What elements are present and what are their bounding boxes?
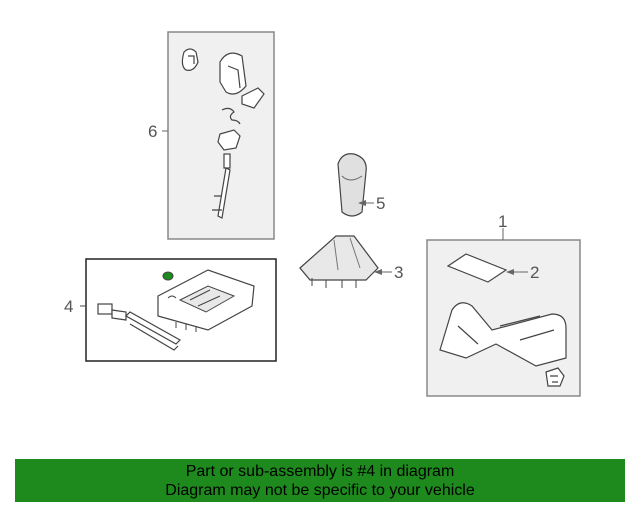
fitment-notice-banner: Part or sub-assembly is #4 in diagram Di… bbox=[15, 459, 625, 502]
parts-diagram: 6 5 3 1 bbox=[64, 31, 581, 397]
cover-plate-icon: 2 bbox=[446, 253, 539, 283]
shift-knob-icon: 5 bbox=[337, 153, 385, 217]
callout-1: 1 bbox=[498, 212, 507, 231]
callout-6: 6 bbox=[148, 122, 157, 141]
callout-2: 2 bbox=[530, 263, 539, 282]
shift-boot-icon: 3 bbox=[299, 235, 403, 288]
banner-line-1: Part or sub-assembly is #4 in diagram bbox=[185, 463, 455, 480]
shift-cable-icon bbox=[97, 303, 181, 351]
shift-lever-assembly-icon bbox=[181, 48, 265, 219]
callout-5: 5 bbox=[376, 194, 385, 213]
callout-3: 3 bbox=[394, 263, 403, 282]
banner-line-2: Diagram may not be specific to your vehi… bbox=[165, 482, 475, 499]
callout-4: 4 bbox=[64, 297, 73, 316]
console-trim-panel-icon bbox=[439, 302, 567, 367]
console-bezel-icon bbox=[157, 269, 255, 332]
group-6-box: 6 bbox=[148, 31, 275, 240]
clip-icon bbox=[545, 367, 565, 387]
